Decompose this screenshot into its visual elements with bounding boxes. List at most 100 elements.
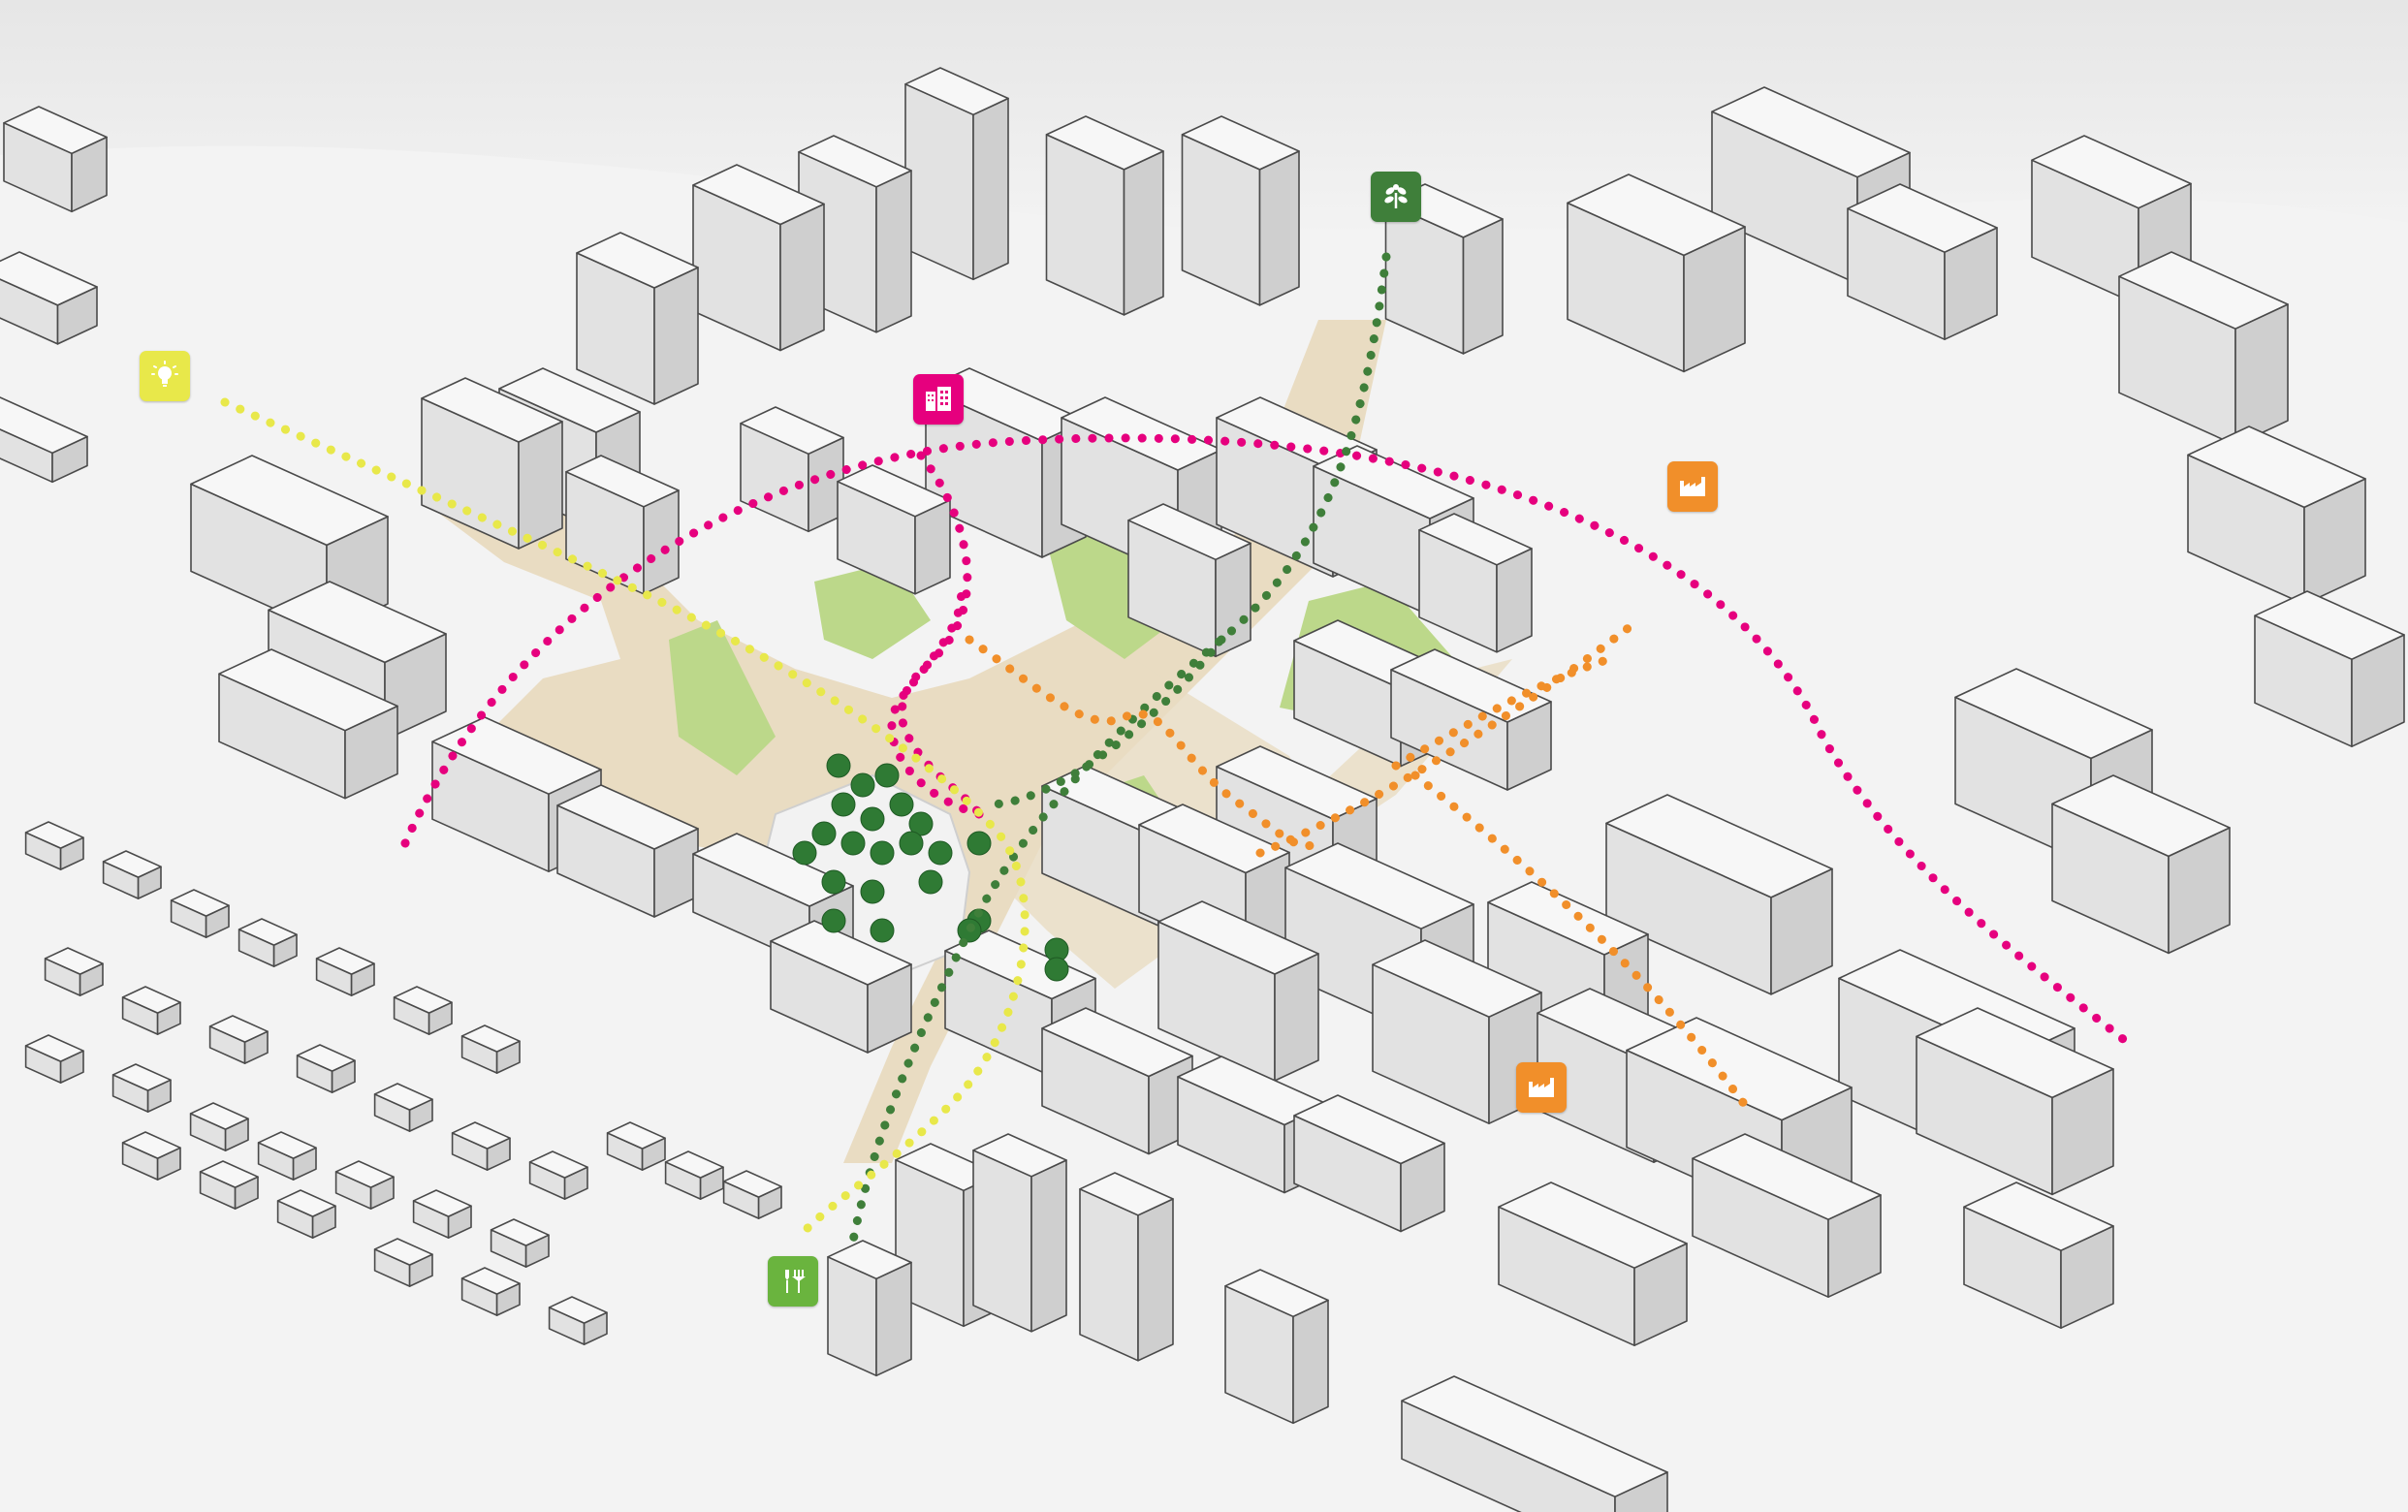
house [121,986,181,1035]
house [334,1160,395,1210]
lightbulb-glyph [151,361,178,387]
building-wall-left [1079,1188,1139,1362]
house [528,1150,588,1200]
pink-route-inner [897,451,984,819]
building [692,164,825,352]
tree [840,831,866,856]
building-roof [2187,425,2366,509]
house [24,821,84,870]
building-roof [1916,1007,2114,1099]
building-roof [576,232,699,289]
building-roof [296,1044,356,1072]
orange-route-3 [1391,654,1614,771]
building-roof [24,1034,84,1062]
building-roof [1605,794,1833,898]
house [393,986,453,1035]
building [1916,1007,2114,1196]
building [3,106,108,213]
lightbulb-icon [140,351,190,401]
building-roof [24,821,84,849]
building [837,464,951,595]
house [208,1015,269,1064]
house [44,947,104,996]
building-roof [334,1160,395,1188]
house [296,1044,356,1093]
pink-loop [887,577,984,819]
house [24,1034,84,1084]
routes [220,252,2138,1245]
building-wall-right [1496,548,1533,653]
house [606,1121,666,1171]
building-roof [102,850,162,878]
building [1079,1172,1174,1362]
building-roof [972,1133,1067,1178]
building-roof [315,947,375,975]
building-wall-right [1030,1159,1067,1333]
house [412,1189,472,1239]
tree [908,811,934,836]
building-roof [1181,115,1300,171]
factory-glyph [1680,477,1705,496]
tree [860,879,885,904]
orange-route-4 [1410,771,1750,1110]
building-wall-right [518,421,563,550]
building [1127,503,1252,658]
building [0,396,88,484]
factory-icon [1516,1062,1567,1113]
tree [889,792,914,817]
tree [874,763,900,788]
building [556,784,699,918]
factory-glyph [1529,1078,1554,1097]
building [1692,1133,1882,1298]
house [257,1131,317,1181]
house [722,1170,782,1219]
building [827,1240,912,1377]
house [189,1102,249,1151]
building-wall-right [875,170,912,333]
building-roof [1293,1094,1445,1165]
house [111,1063,172,1113]
building [2118,251,2289,447]
building-roof [460,1267,521,1295]
building-roof [1127,503,1252,561]
building-roof [1079,1172,1174,1216]
tree [928,840,953,866]
building-roof [412,1189,472,1217]
building [218,648,398,800]
house [276,1189,336,1239]
building-roof [490,1218,550,1246]
building-roof [1045,115,1164,171]
building-roof [1487,881,1649,956]
building [1401,1375,1668,1512]
orange-route-1 [965,635,1323,851]
building-wall-right [875,1261,912,1377]
building-roof [1418,513,1533,566]
building [576,232,699,405]
building-roof [606,1121,666,1150]
building-roof [431,716,602,796]
building-wall-right [972,97,1009,281]
building-wall-left [904,83,974,281]
house [373,1083,433,1132]
building-roof [1847,183,1998,254]
house [315,947,375,996]
building-roof [3,106,108,155]
building-roof [1692,1133,1882,1220]
building-roof [1626,1017,1853,1121]
building-roof [770,920,912,986]
building-roof [190,455,389,547]
tree [899,831,924,856]
house [373,1238,433,1287]
buildings [0,67,2405,1512]
building [2254,590,2405,748]
building-roof [565,455,680,508]
building-roof [1041,1007,1193,1078]
building-roof [1061,396,1222,471]
building-roof [218,648,398,732]
buildings-icon [913,374,964,425]
building-roof [268,581,447,664]
building-roof [1498,1181,1688,1269]
tree [831,792,856,817]
building-roof [798,135,912,188]
building [1045,115,1164,316]
